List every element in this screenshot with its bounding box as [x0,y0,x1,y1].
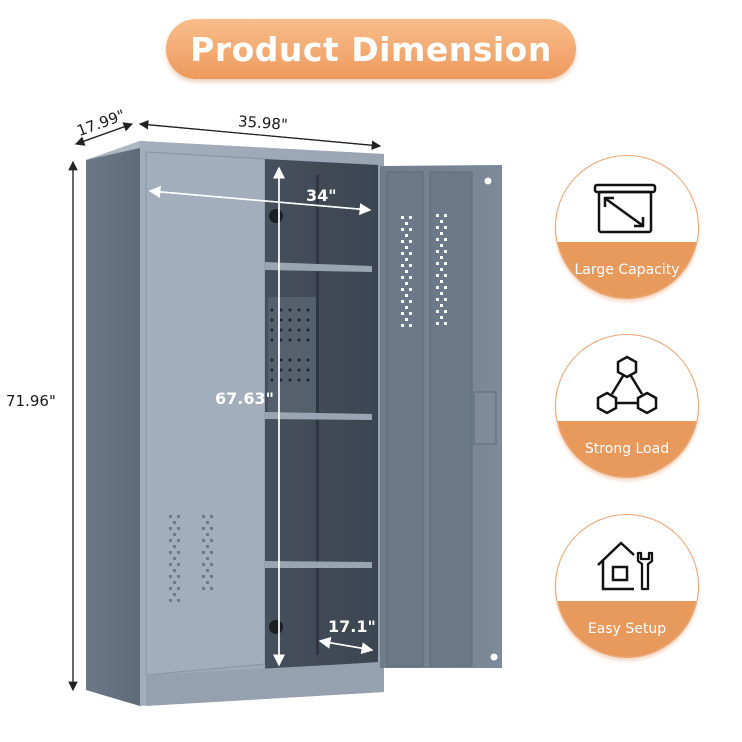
shelf [265,412,372,420]
title-banner: Product Dimension [166,19,576,79]
inner-height-label: 67.63" [215,389,274,408]
page-title: Product Dimension [190,29,552,69]
cabinet-side [86,141,140,706]
width-label: 35.98" [237,112,289,134]
feature-badge-easy-setup: Easy Setup [555,514,699,658]
feature-label: Easy Setup [587,620,667,637]
box-expand-icon [593,183,657,234]
inner-width-label: 34" [306,186,337,205]
feature-label: Large Capacity [574,261,680,278]
shelf [265,561,372,568]
house-wrench-icon [597,541,654,591]
feature-label: Strong Load [584,440,670,457]
feature-badge-large-capacity: Large Capacity [555,155,699,299]
height-label: 71.96" [6,392,56,410]
shelf [265,262,372,272]
feature-badge-strong-load: Strong Load [555,334,699,478]
hexagon-network-icon [596,355,658,415]
inner-depth-label: 17.1" [328,617,376,636]
